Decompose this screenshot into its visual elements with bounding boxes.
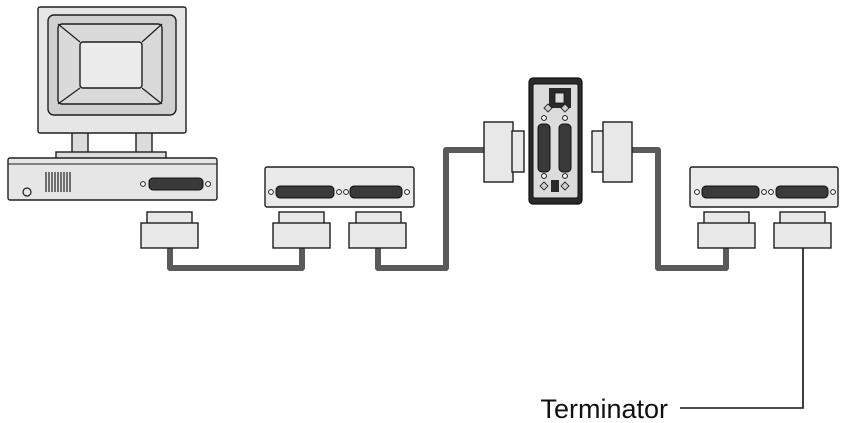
scsi-device-icon [689,166,839,208]
scsi-cable-plug-icon [591,121,633,183]
terminator-label: Terminator [540,394,668,423]
scsi-cable-plug-icon [348,211,407,249]
scsi-repeater-icon [528,77,583,205]
scsi-cable-plug-icon [140,211,199,249]
computer-base-icon [7,157,218,201]
scsi-cable [167,147,729,271]
scsi-cable-plug-icon [272,211,331,249]
terminator-plug-icon [773,211,832,249]
computer-monitor-icon [37,6,187,161]
scsi-cable-plug-icon [483,121,525,183]
scsi-device-icon [264,166,415,208]
scsi-cable-plug-icon [697,211,756,249]
terminator-leader-line [680,248,804,409]
